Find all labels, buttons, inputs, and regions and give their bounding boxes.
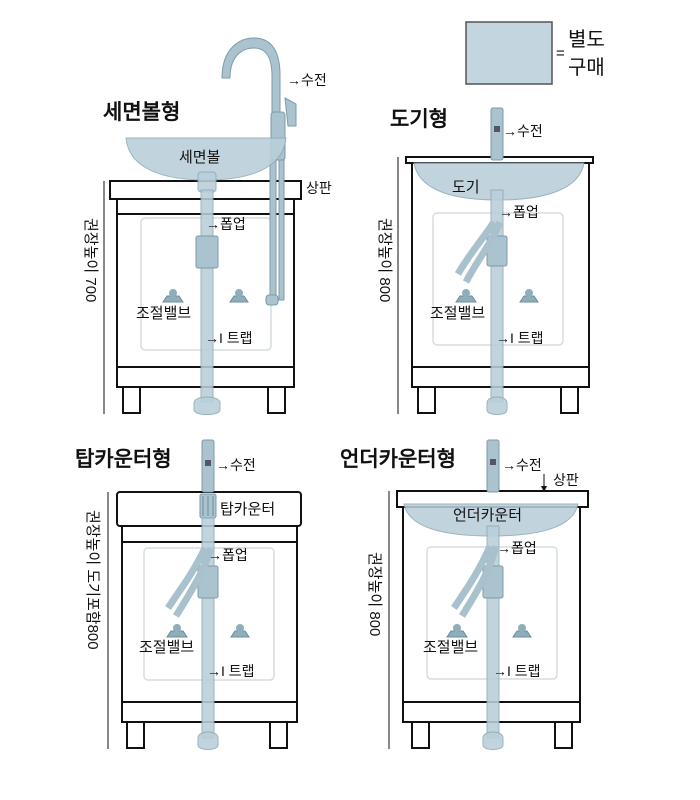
faucet-label: →수전 bbox=[216, 457, 256, 473]
legend-equal: = bbox=[556, 45, 565, 62]
faucet-icon bbox=[221, 37, 281, 119]
cabinet-leg bbox=[126, 721, 145, 749]
basin-label: 언더카운터 bbox=[453, 507, 522, 524]
panel-title: 도기형 bbox=[390, 107, 448, 131]
basin-label: 세면볼 bbox=[179, 149, 220, 166]
panel-title: 언더카운터형 bbox=[340, 447, 456, 471]
popup-label: →폽업 bbox=[497, 540, 537, 556]
legend-line2: 구매 bbox=[568, 56, 605, 79]
legend-line1: 별도 bbox=[568, 28, 605, 51]
valve-label: 조절밸브 bbox=[423, 639, 478, 656]
countertop-label: 상판 bbox=[553, 472, 579, 488]
popup-label: →폽업 bbox=[206, 216, 246, 232]
cabinet-leg bbox=[560, 386, 579, 414]
basin-label: 도기 bbox=[452, 179, 480, 196]
panel-title: 세면볼형 bbox=[103, 100, 180, 124]
valve-label: 조절밸브 bbox=[430, 305, 485, 322]
height-label: 권장높이 800 bbox=[376, 218, 393, 302]
panel-under-counter-type: 언더카운터형 언더카운터 →수전 상판 →폽업 →I 트랩 조절밸브 권장높이 … bbox=[340, 439, 589, 750]
legend: = 별도 구매 bbox=[465, 21, 605, 85]
popup-label: →폽업 bbox=[499, 204, 539, 220]
cabinet-leg bbox=[267, 386, 286, 414]
height-label: 권장높이 800 bbox=[366, 552, 383, 636]
panel-title: 탑카운터형 bbox=[75, 447, 172, 471]
panel-top-counter-type: 탑카운터형 →수전 탑카운터 →폽업 →I 트랩 조절밸브 권장높이 도기포함8… bbox=[75, 439, 302, 750]
cabinet-leg bbox=[411, 721, 430, 749]
popup-label: →폽업 bbox=[208, 547, 248, 563]
legend-swatch bbox=[465, 21, 553, 85]
cabinet-leg bbox=[554, 721, 573, 749]
faucet-label: →수전 bbox=[502, 457, 542, 473]
cabinet-leg bbox=[417, 386, 436, 414]
cabinet-leg bbox=[269, 721, 288, 749]
trap-label: →I 트랩 bbox=[496, 330, 544, 346]
cabinet-leg bbox=[122, 386, 141, 414]
valve-label: 조절밸브 bbox=[136, 305, 191, 322]
height-label: 권장높이 도기포함800 bbox=[84, 510, 101, 650]
panel-basin-type: 세면볼형 →수전 세면볼 상판 →폽업 →I 트랩 조절밸브 bbox=[82, 37, 332, 415]
faucet-label: →수전 bbox=[503, 123, 543, 139]
faucet-icon bbox=[486, 439, 500, 493]
valve-label: 조절밸브 bbox=[139, 639, 194, 656]
panel-ceramic-type: 도기형 도기 →수전 →폽업 →I 트랩 조절밸브 권장높이 800 bbox=[376, 107, 594, 415]
trap-label: →I 트랩 bbox=[207, 663, 255, 679]
countertop-label: 상판 bbox=[306, 180, 332, 196]
basin-label: 탑카운터 bbox=[220, 501, 275, 518]
height-label: 권장높이 700 bbox=[82, 218, 99, 302]
faucet-label: →수전 bbox=[287, 72, 327, 88]
trap-label: →I 트랩 bbox=[205, 330, 253, 346]
trap-label: →I 트랩 bbox=[493, 663, 541, 679]
faucet-icon bbox=[490, 107, 504, 161]
